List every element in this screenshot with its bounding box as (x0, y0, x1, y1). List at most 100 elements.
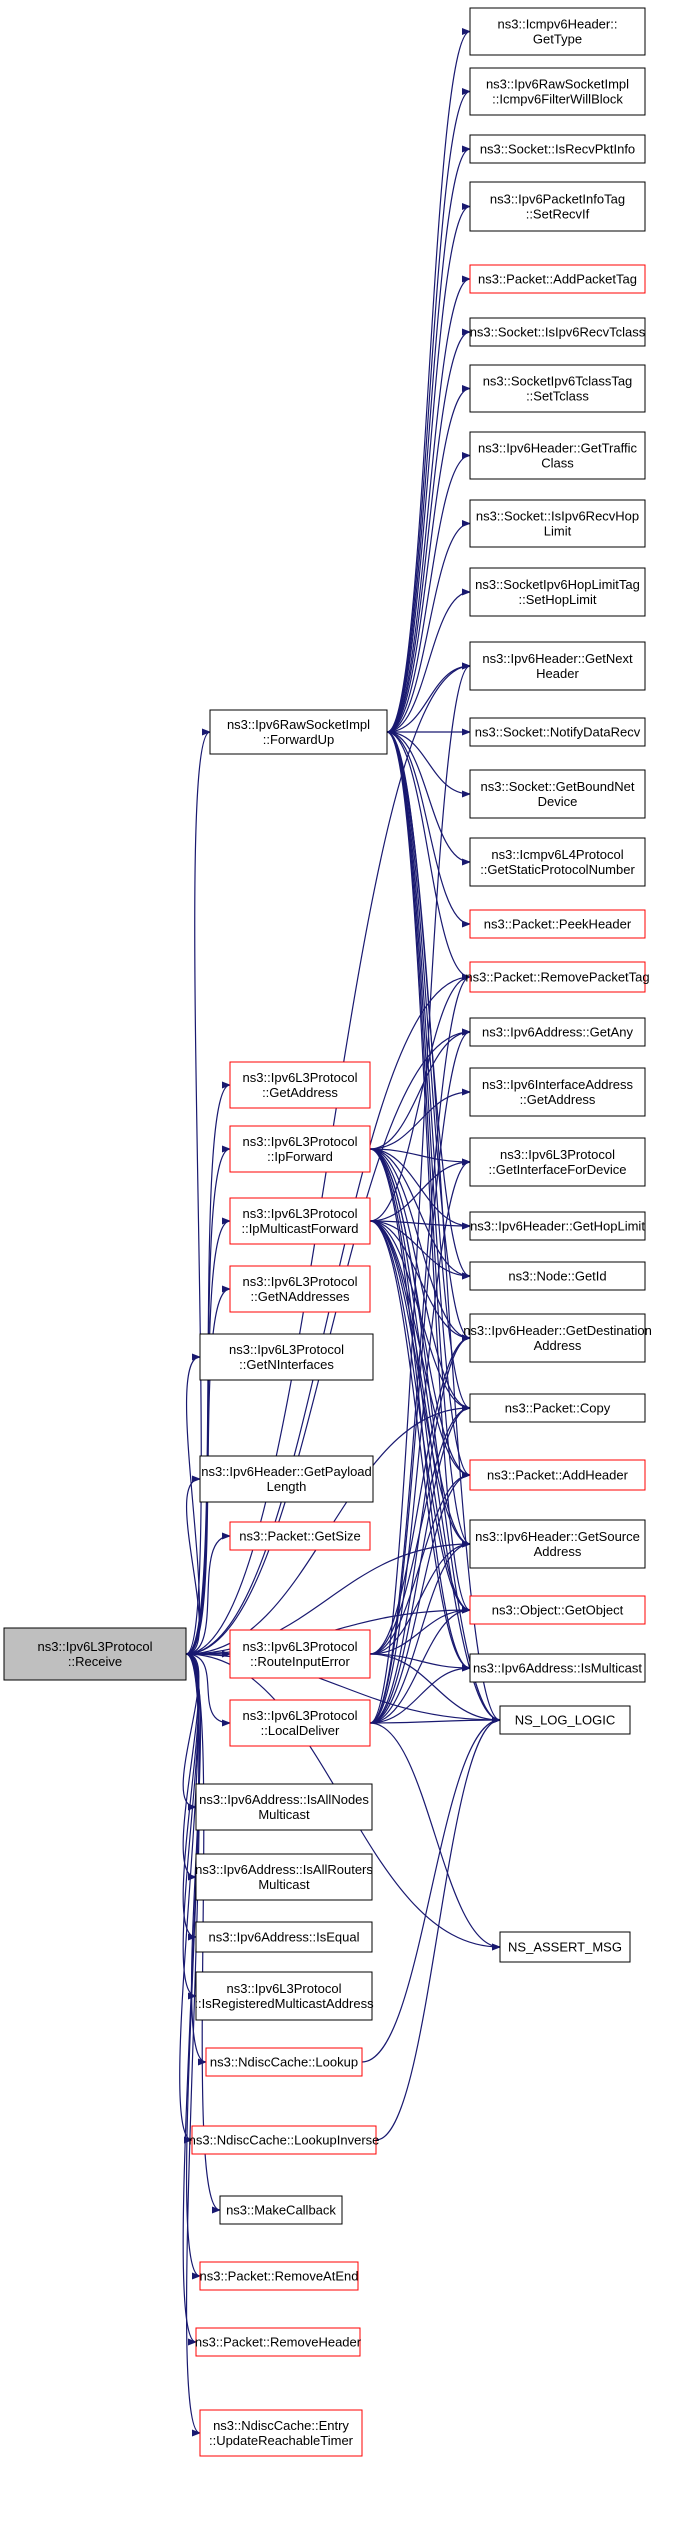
function-node-l3-localdeliver[interactable]: ns3::Ipv6L3Protocol::LocalDeliver (229, 1699, 371, 1747)
node-label: ::UpdateReachableTimer (209, 2433, 354, 2448)
function-node-l3-ipforward[interactable]: ns3::Ipv6L3Protocol::IpForward (229, 1125, 371, 1173)
call-edge (369, 1334, 471, 1655)
function-node-pktinfotag-setrecvif[interactable]: ns3::Ipv6PacketInfoTag::SetRecvIf (469, 181, 646, 232)
node-label: ns3::Ipv6RawSocketImpl (486, 77, 629, 92)
node-label: ns3::Ipv6Address::IsEqual (208, 1930, 359, 1945)
function-node-pkt-addtag[interactable]: ns3::Packet::AddPacketTag (469, 264, 646, 294)
node-label: ns3::Object::GetObject (492, 1603, 624, 1618)
function-node-pkt-getsize[interactable]: ns3::Packet::GetSize (229, 1521, 371, 1551)
node-label: ns3::Ipv6RawSocketImpl (227, 717, 370, 732)
node-label: ns3::Node::GetId (508, 1269, 606, 1284)
node-box (195, 1971, 373, 2021)
function-node-obj-getobject[interactable]: ns3::Object::GetObject (469, 1595, 646, 1625)
node-label: ns3::SocketIpv6HopLimitTag (475, 577, 640, 592)
call-edge (386, 731, 471, 1479)
node-label: ::GetStaticProtocolNumber (480, 862, 635, 877)
node-box (469, 909, 646, 939)
node-box (469, 67, 646, 116)
call-edge (386, 28, 471, 733)
node-label: Device (538, 794, 578, 809)
call-edge (386, 145, 471, 733)
function-node-pkt-removetag[interactable]: ns3::Packet::RemovePacketTag (465, 961, 650, 993)
node-box (469, 961, 646, 993)
call-edge (386, 275, 471, 733)
call-edge (369, 1664, 471, 1724)
call-edge (386, 662, 471, 733)
function-node-ndisc-lookupinv[interactable]: ns3::NdiscCache::LookupInverse (189, 2125, 380, 2155)
function-node-sock-notify[interactable]: ns3::Socket::NotifyDataRecv (469, 717, 646, 747)
node-box (229, 1061, 371, 1109)
function-node-pkt-copy[interactable]: ns3::Packet::Copy (469, 1393, 646, 1423)
node-label: ns3::NdiscCache::LookupInverse (189, 2133, 380, 2148)
function-node-l3-getnif[interactable]: ns3::Ipv6L3Protocol::GetNInterfaces (199, 1333, 374, 1381)
call-edge (369, 1540, 471, 1724)
node-label: ns3::Ipv6L3Protocol (227, 1981, 342, 1996)
function-node-rsi-fwd[interactable]: ns3::Ipv6RawSocketImpl::ForwardUp (209, 709, 388, 755)
node-label: Class (541, 456, 574, 471)
node-box (195, 1921, 373, 1953)
node-label: ns3::Ipv6Header::GetNext (482, 651, 633, 666)
node-label: ns3::Packet::AddPacketTag (478, 272, 637, 287)
function-node-addr-isequal[interactable]: ns3::Ipv6Address::IsEqual (195, 1921, 373, 1953)
function-node-addr-getany[interactable]: ns3::Ipv6Address::GetAny (469, 1017, 646, 1047)
call-edge (386, 452, 471, 733)
function-node-hoplimittag-set[interactable]: ns3::SocketIpv6HopLimitTag::SetHopLimit (469, 567, 646, 617)
function-node-tclasstag-set[interactable]: ns3::SocketIpv6TclassTag::SetTclass (469, 364, 646, 413)
node-label: ::IsRegisteredMulticastAddress (194, 1996, 374, 2011)
function-node-ns-log-logic[interactable]: NS_LOG_LOGIC (499, 1705, 631, 1735)
function-node-l3-ipmcast[interactable]: ns3::Ipv6L3Protocol::IpMulticastForward (229, 1197, 371, 1245)
node-label: ::SetRecvIf (526, 207, 590, 222)
node-label: ns3::Ipv6L3Protocol (38, 1639, 153, 1654)
function-node-pkt-peek[interactable]: ns3::Packet::PeekHeader (469, 909, 646, 939)
function-node-l3-getnaddr[interactable]: ns3::Ipv6L3Protocol::GetNAddresses (229, 1265, 371, 1313)
function-node-l3-routeerr[interactable]: ns3::Ipv6L3Protocol::RouteInputError (229, 1629, 371, 1679)
node-box (469, 1459, 646, 1491)
function-node-rsi-filter[interactable]: ns3::Ipv6RawSocketImpl::Icmpv6FilterWill… (469, 67, 646, 116)
function-node-ifaddr-getaddress[interactable]: ns3::Ipv6InterfaceAddress::GetAddress (469, 1067, 646, 1117)
node-label: ns3::Ipv6L3Protocol (229, 1342, 344, 1357)
function-node-ndisc-entry-update[interactable]: ns3::NdiscCache::Entry::UpdateReachableT… (199, 2409, 363, 2457)
node-box (469, 7, 646, 56)
call-edge (386, 731, 471, 1280)
function-node-ipv6h-gethop[interactable]: ns3::Ipv6Header::GetHopLimit (469, 1211, 646, 1241)
function-node-sock-isrecvtclass[interactable]: ns3::Socket::IsIpv6RecvTclass (469, 317, 646, 347)
function-node-addr-ismulticast[interactable]: ns3::Ipv6Address::IsMulticast (469, 1653, 646, 1683)
node-label: ns3::MakeCallback (226, 2203, 336, 2218)
function-node-ndisc-lookup[interactable]: ns3::NdiscCache::Lookup (205, 2047, 363, 2077)
function-node-pkt-removeatend[interactable]: ns3::Packet::RemoveAtEnd (199, 2261, 359, 2291)
call-edge (369, 1148, 471, 1166)
call-edge (369, 1220, 471, 1342)
function-node-pkt-removeheader[interactable]: ns3::Packet::RemoveHeader (195, 2327, 362, 2357)
node-label: ::LocalDeliver (261, 1723, 340, 1738)
function-node-root[interactable]: ns3::Ipv6L3Protocol::Receive (3, 1627, 187, 1681)
function-node-makecallback[interactable]: ns3::MakeCallback (219, 2195, 343, 2225)
function-node-pkt-addheader[interactable]: ns3::Packet::AddHeader (469, 1459, 646, 1491)
function-node-icmp-gettype[interactable]: ns3::Icmpv6Header::GetType (469, 7, 646, 56)
function-node-l3-getiface[interactable]: ns3::Ipv6L3Protocol::GetInterfaceForDevi… (469, 1137, 646, 1187)
node-box (469, 1595, 646, 1625)
node-label: Multicast (258, 1877, 310, 1892)
function-node-l3-getaddress[interactable]: ns3::Ipv6L3Protocol::GetAddress (229, 1061, 371, 1109)
function-node-node-getid[interactable]: ns3::Node::GetId (469, 1261, 646, 1291)
function-node-icmp-getproto[interactable]: ns3::Icmpv6L4Protocol::GetStaticProtocol… (469, 837, 646, 887)
node-label: ns3::Ipv6Header::GetSource (475, 1529, 640, 1544)
node-label: ns3::Packet::RemoveHeader (195, 2335, 362, 2350)
function-node-sock-isrecvpktinfo[interactable]: ns3::Socket::IsRecvPktInfo (469, 134, 646, 164)
node-label: ns3::Socket::IsIpv6RecvHop (476, 509, 639, 524)
function-node-ns-assert-msg[interactable]: NS_ASSERT_MSG (499, 1931, 631, 1963)
function-node-l3-isregmcast[interactable]: ns3::Ipv6L3Protocol::IsRegisteredMultica… (194, 1971, 374, 2021)
node-label: Limit (544, 524, 572, 539)
node-box (209, 709, 388, 755)
node-box (191, 2125, 377, 2155)
call-edge (369, 973, 471, 1222)
